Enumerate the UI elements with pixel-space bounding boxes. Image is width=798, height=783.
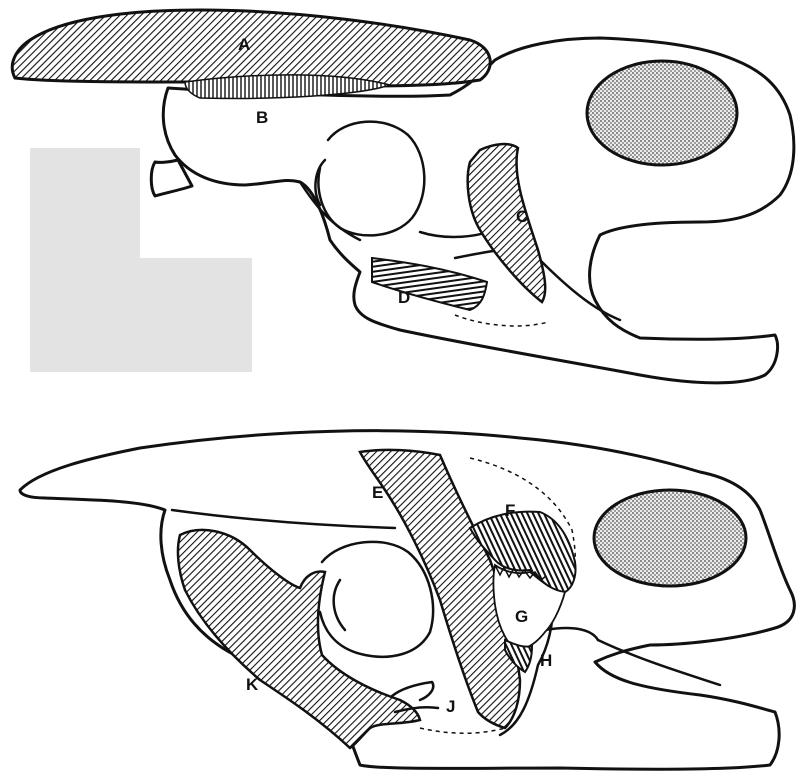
label-j: J bbox=[446, 697, 455, 716]
muscle-a bbox=[12, 10, 490, 86]
label-a: A bbox=[238, 35, 250, 54]
label-h: H bbox=[540, 651, 552, 670]
top-eye-patch bbox=[587, 61, 737, 165]
label-g: G bbox=[515, 607, 528, 626]
label-e: E bbox=[372, 483, 383, 502]
label-d: D bbox=[398, 288, 410, 307]
bottom-skull bbox=[20, 431, 794, 770]
label-f: F bbox=[505, 501, 515, 520]
label-c: C bbox=[516, 207, 528, 226]
label-b: B bbox=[256, 108, 268, 127]
bottom-eye-patch bbox=[594, 490, 746, 586]
label-k: K bbox=[246, 675, 259, 694]
